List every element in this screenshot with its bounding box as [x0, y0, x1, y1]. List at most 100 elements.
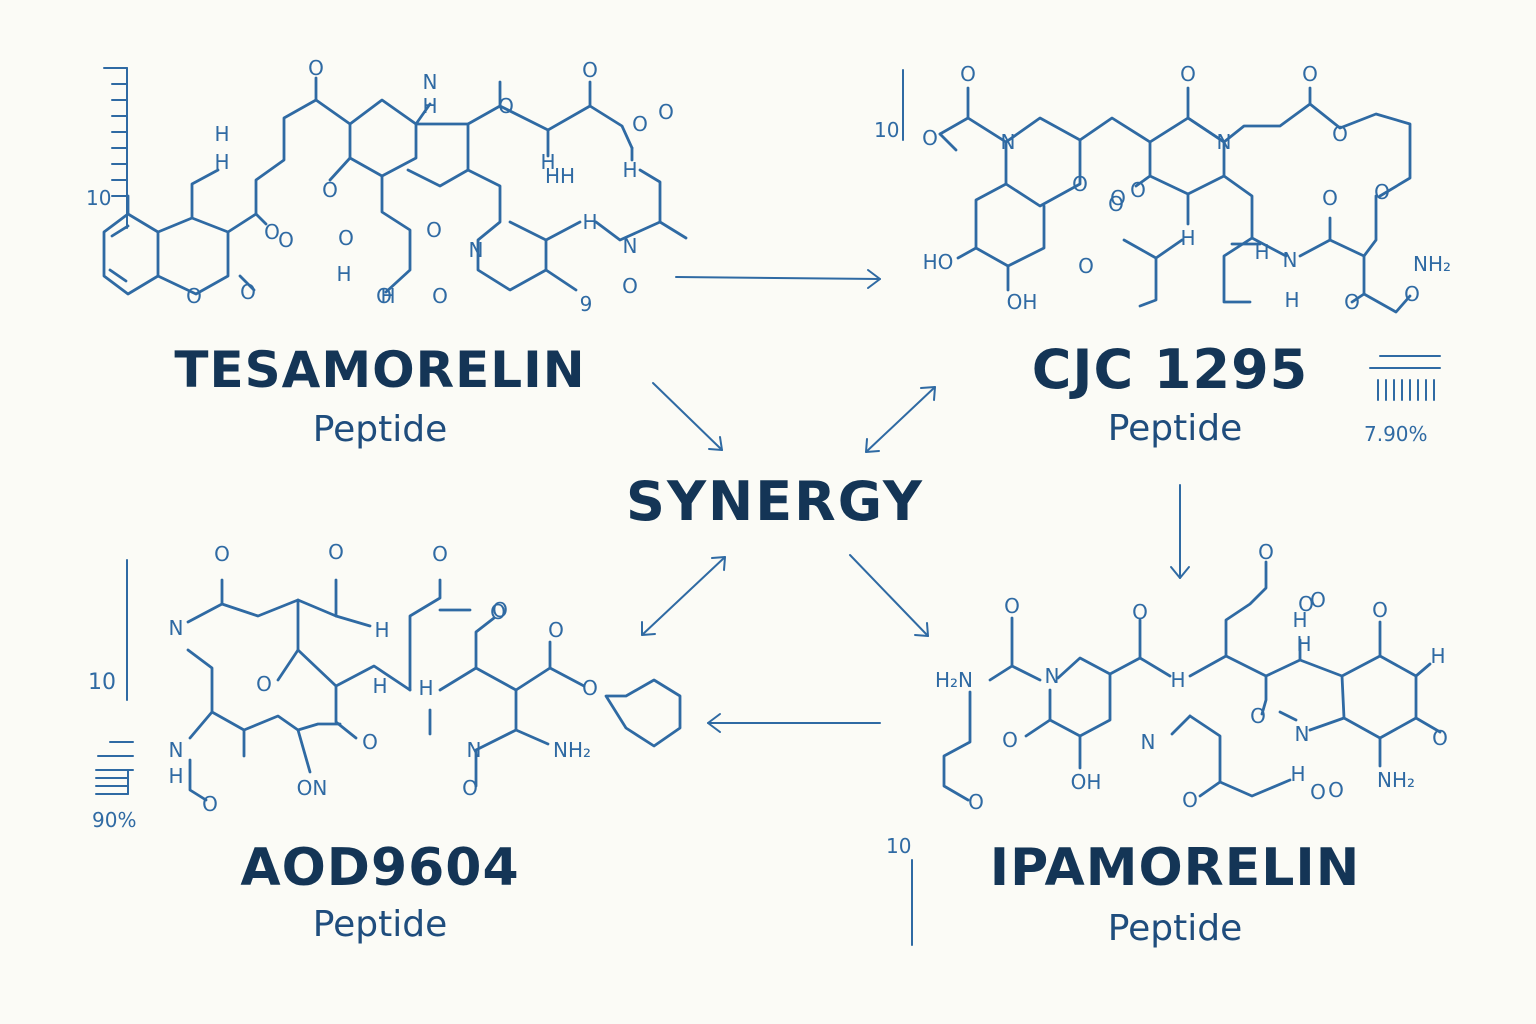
atom-label-a-0: O — [214, 542, 230, 566]
atom-label-c-19: O — [1404, 282, 1420, 306]
bond-c-1 — [938, 132, 958, 152]
arrow-synergy-to-ipamorelin — [849, 554, 929, 637]
bond-i-8 — [1188, 560, 1268, 678]
atom-label-i-17: O — [1328, 778, 1344, 802]
bond-a-1 — [220, 578, 338, 618]
peptide-name-tesamorelin: TESAMORELIN — [174, 341, 586, 399]
atom-label-i-9: H — [1296, 632, 1311, 656]
bond-a-18 — [604, 678, 682, 748]
atom-label-i-23: O — [1310, 780, 1326, 804]
bond-i-11 — [1188, 714, 1222, 798]
atom-label-t-10: O — [338, 226, 354, 250]
atom-label-t-7: H — [214, 150, 229, 174]
atom-label-t-11: H — [336, 262, 351, 286]
bond-a-3 — [296, 598, 412, 692]
bond-a-5 — [334, 684, 358, 740]
peptide-type-aod: Peptide — [312, 904, 448, 945]
atom-label-t-21: O — [376, 284, 392, 308]
scale-label-ten-4: 10 — [886, 834, 912, 858]
bond-t-1 — [108, 224, 130, 283]
atom-label-t-20: O — [632, 112, 648, 136]
atom-label-t-8: O — [186, 284, 202, 308]
atom-label-i-2: O — [1258, 540, 1274, 564]
bond-t-22 — [638, 168, 662, 224]
atom-label-a-2: O — [432, 542, 448, 566]
bond-c-10 — [1222, 86, 1312, 144]
atom-label-t-25: O — [622, 274, 638, 298]
atom-label-t-13: O — [426, 218, 442, 242]
atom-label-c-16: H — [1254, 240, 1269, 264]
bond-c-0 — [938, 86, 970, 136]
bond-a-8 — [188, 710, 214, 740]
atom-label-i-1: O — [1132, 600, 1148, 624]
atom-label-i-11: O — [1250, 704, 1266, 728]
bond-c-8 — [1134, 174, 1152, 188]
atom-label-a-3: N — [169, 616, 184, 640]
bond-t-13 — [380, 174, 412, 294]
atom-label-c-17: N — [1283, 248, 1298, 272]
bond-i-20 — [1278, 710, 1298, 722]
atom-label-a-9: O — [548, 618, 564, 642]
bond-t-17 — [588, 104, 634, 150]
bond-i-0 — [942, 690, 972, 802]
bond-a-6 — [186, 648, 246, 758]
atom-label-a-13: O — [202, 792, 218, 816]
arrow-synergy-aod-double — [641, 556, 726, 636]
atom-label-c-22: O — [1108, 192, 1124, 216]
bond-i-6 — [1138, 656, 1172, 678]
atom-label-c-4: O — [1110, 186, 1126, 210]
atom-label-c-12: OH — [1007, 290, 1038, 314]
atom-label-t-18: H — [622, 158, 637, 182]
bond-i-13 — [1298, 654, 1418, 740]
atom-label-t-5: O — [240, 280, 256, 304]
bond-i-18 — [1308, 716, 1346, 732]
bond-c-15 — [1298, 216, 1332, 258]
atom-label-a-7: O — [362, 730, 378, 754]
atom-label-i-22: NH₂ — [1377, 768, 1415, 792]
atom-label-i-12: O — [1002, 728, 1018, 752]
atom-label-a-18: O — [462, 776, 478, 800]
bond-a-11 — [408, 578, 442, 692]
bar-meter-cjc — [1369, 355, 1441, 401]
scale-label-ten-3: 10 — [88, 670, 116, 695]
atom-label-i-18: N — [1295, 722, 1310, 746]
atom-label-i-16: H — [1290, 762, 1305, 786]
atom-label-i-15: O — [1182, 788, 1198, 812]
bond-t-7 — [254, 212, 268, 226]
bond-i-2 — [1010, 664, 1042, 682]
bond-a-17 — [548, 666, 586, 688]
bond-i-9 — [1224, 638, 1302, 678]
peptide-name-aod: AOD9604 — [240, 838, 520, 898]
atom-label-t-16: O — [582, 58, 598, 82]
atom-label-t-4: O — [264, 220, 280, 244]
atom-label-t-3: O — [278, 228, 294, 252]
percent-label-aod: 90% — [92, 808, 137, 832]
synergy-label: SYNERGY — [626, 470, 924, 533]
bond-i-15 — [1414, 662, 1432, 678]
atom-label-c-8: O — [1302, 62, 1318, 86]
bond-i-5 — [1108, 618, 1142, 676]
bond-t-2 — [156, 216, 230, 296]
bond-i-10 — [1260, 674, 1268, 716]
atom-label-t-0: O — [308, 56, 324, 80]
peptide-type-cjc: Peptide — [1107, 408, 1243, 449]
atom-label-t-2: H — [422, 94, 437, 118]
atom-label-a-6: H — [372, 674, 387, 698]
atom-label-t-1: N — [423, 70, 438, 94]
atom-label-i-6: N — [1045, 664, 1060, 688]
peptide-name-ipamorelin: IPAMORELIN — [989, 838, 1361, 898]
atom-label-a-4: H — [374, 618, 389, 642]
bond-t-8 — [314, 98, 418, 178]
atom-label-a-19: O — [492, 598, 508, 622]
atom-label-i-10: O — [1298, 592, 1314, 616]
atom-label-c-2: N — [1001, 130, 1016, 154]
bond-c-16 — [1328, 194, 1378, 258]
peptide-name-cjc: CJC 1295 — [1031, 338, 1309, 401]
bond-i-16 — [1414, 716, 1442, 734]
atom-label-a-5: O — [256, 672, 272, 696]
bond-t-6 — [238, 274, 256, 292]
bond-t-12 — [406, 122, 470, 188]
atom-label-c-6: N — [1217, 130, 1232, 154]
bond-t-11 — [414, 80, 502, 126]
